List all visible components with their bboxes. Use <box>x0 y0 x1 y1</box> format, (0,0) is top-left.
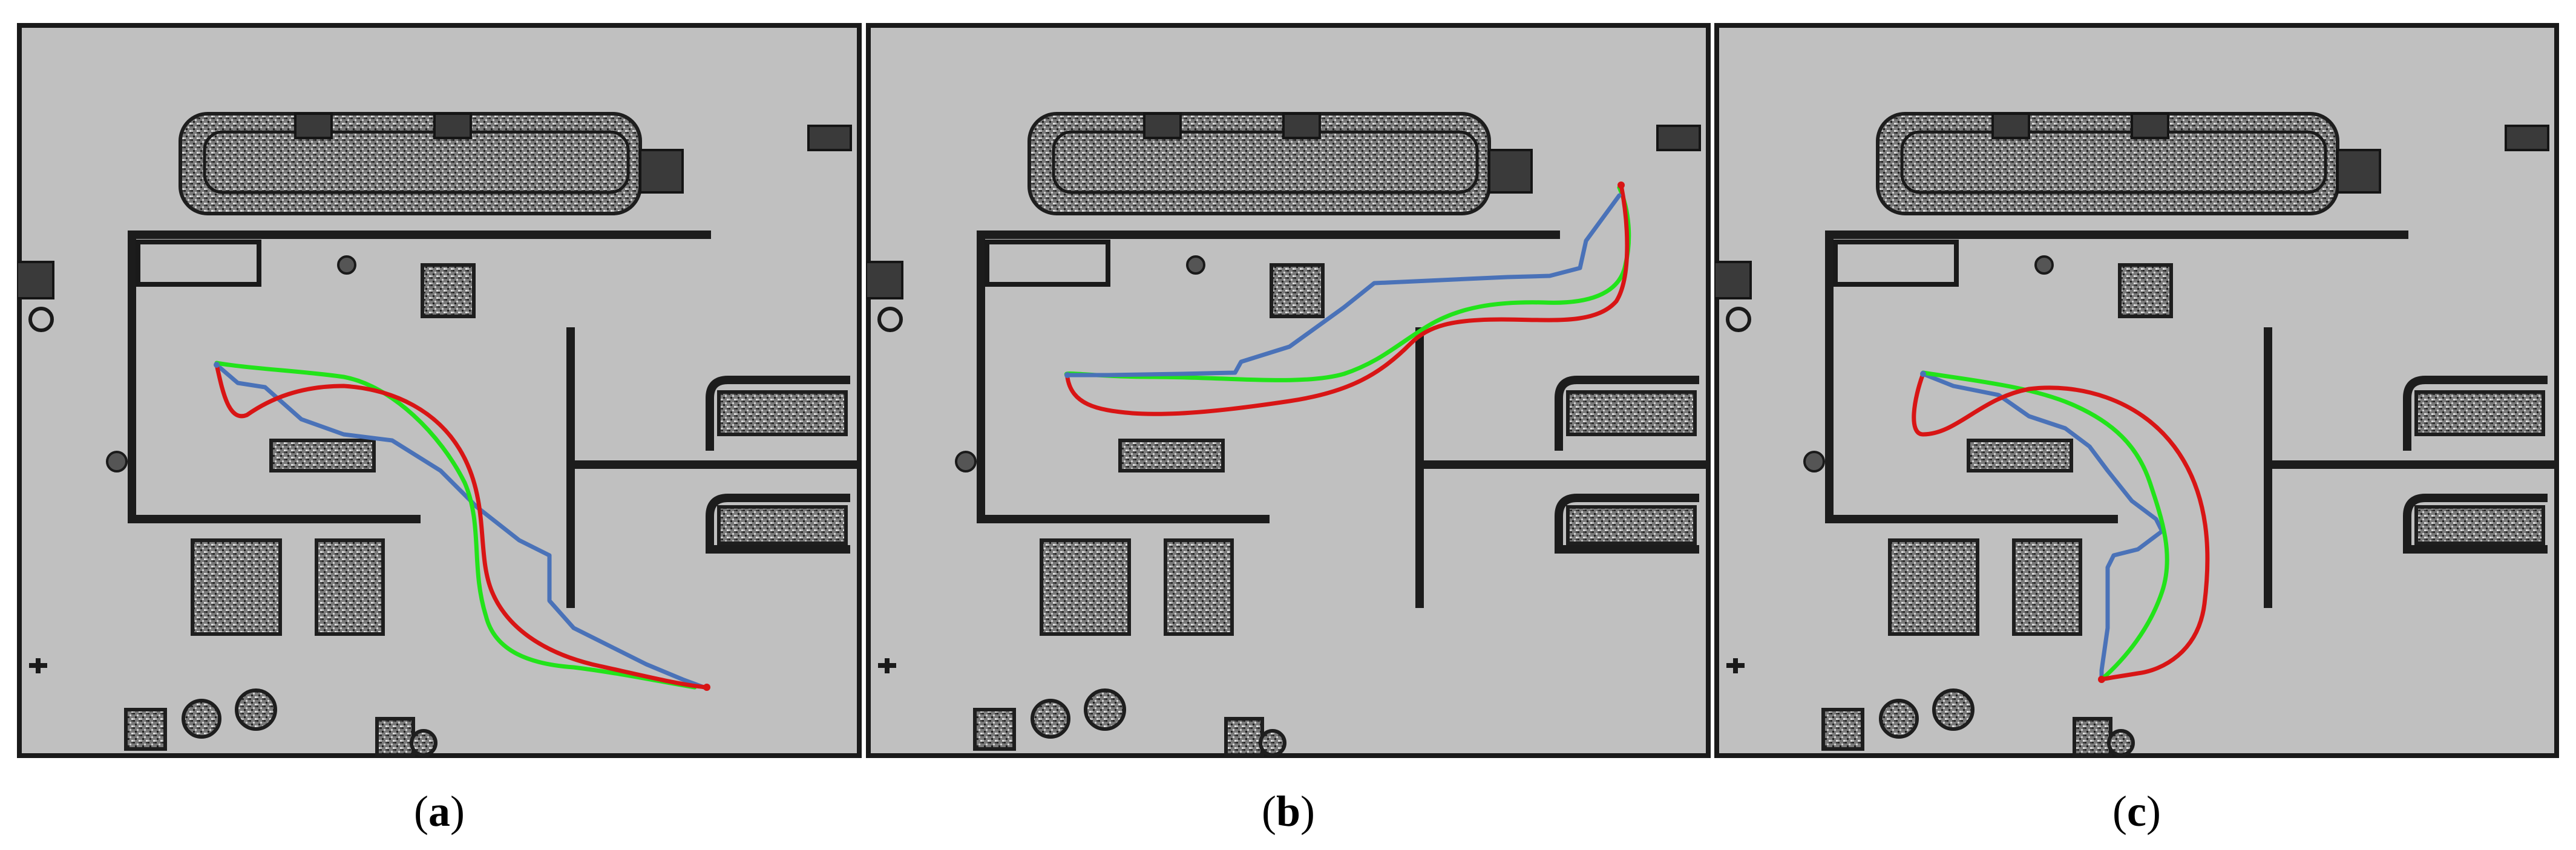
path-map-c <box>1714 23 2559 758</box>
blue-path <box>1921 371 2165 682</box>
goal-point <box>703 684 710 691</box>
occupancy-map <box>17 23 862 758</box>
caption-c: (c) <box>2112 787 2161 835</box>
caption-b: (b) <box>1261 787 1315 835</box>
occupancy-map <box>1714 23 2559 758</box>
red-path <box>1912 371 2210 682</box>
map-panel-b <box>866 23 1711 758</box>
red-path <box>214 362 709 690</box>
blue-path <box>1064 185 1631 382</box>
map-panel-c <box>1714 23 2559 758</box>
blue-path <box>214 362 706 690</box>
map-panel-a <box>17 23 862 758</box>
caption-c-label: c <box>2127 787 2146 835</box>
start-point <box>1064 372 1070 378</box>
caption-a: (a) <box>414 787 465 835</box>
green-path <box>214 361 697 690</box>
goal-point <box>1617 181 1625 189</box>
goal-point <box>2098 676 2105 683</box>
occupancy-map <box>866 23 1711 758</box>
green-path <box>1921 370 2169 682</box>
blue-path <box>1065 193 1622 378</box>
red-path <box>1065 183 1630 416</box>
start-point <box>214 362 220 368</box>
path-map-b <box>866 23 1711 758</box>
start-point <box>1920 371 1926 377</box>
caption-b-label: b <box>1276 787 1301 835</box>
path-map-a <box>17 23 862 758</box>
caption-a-label: a <box>428 787 450 835</box>
